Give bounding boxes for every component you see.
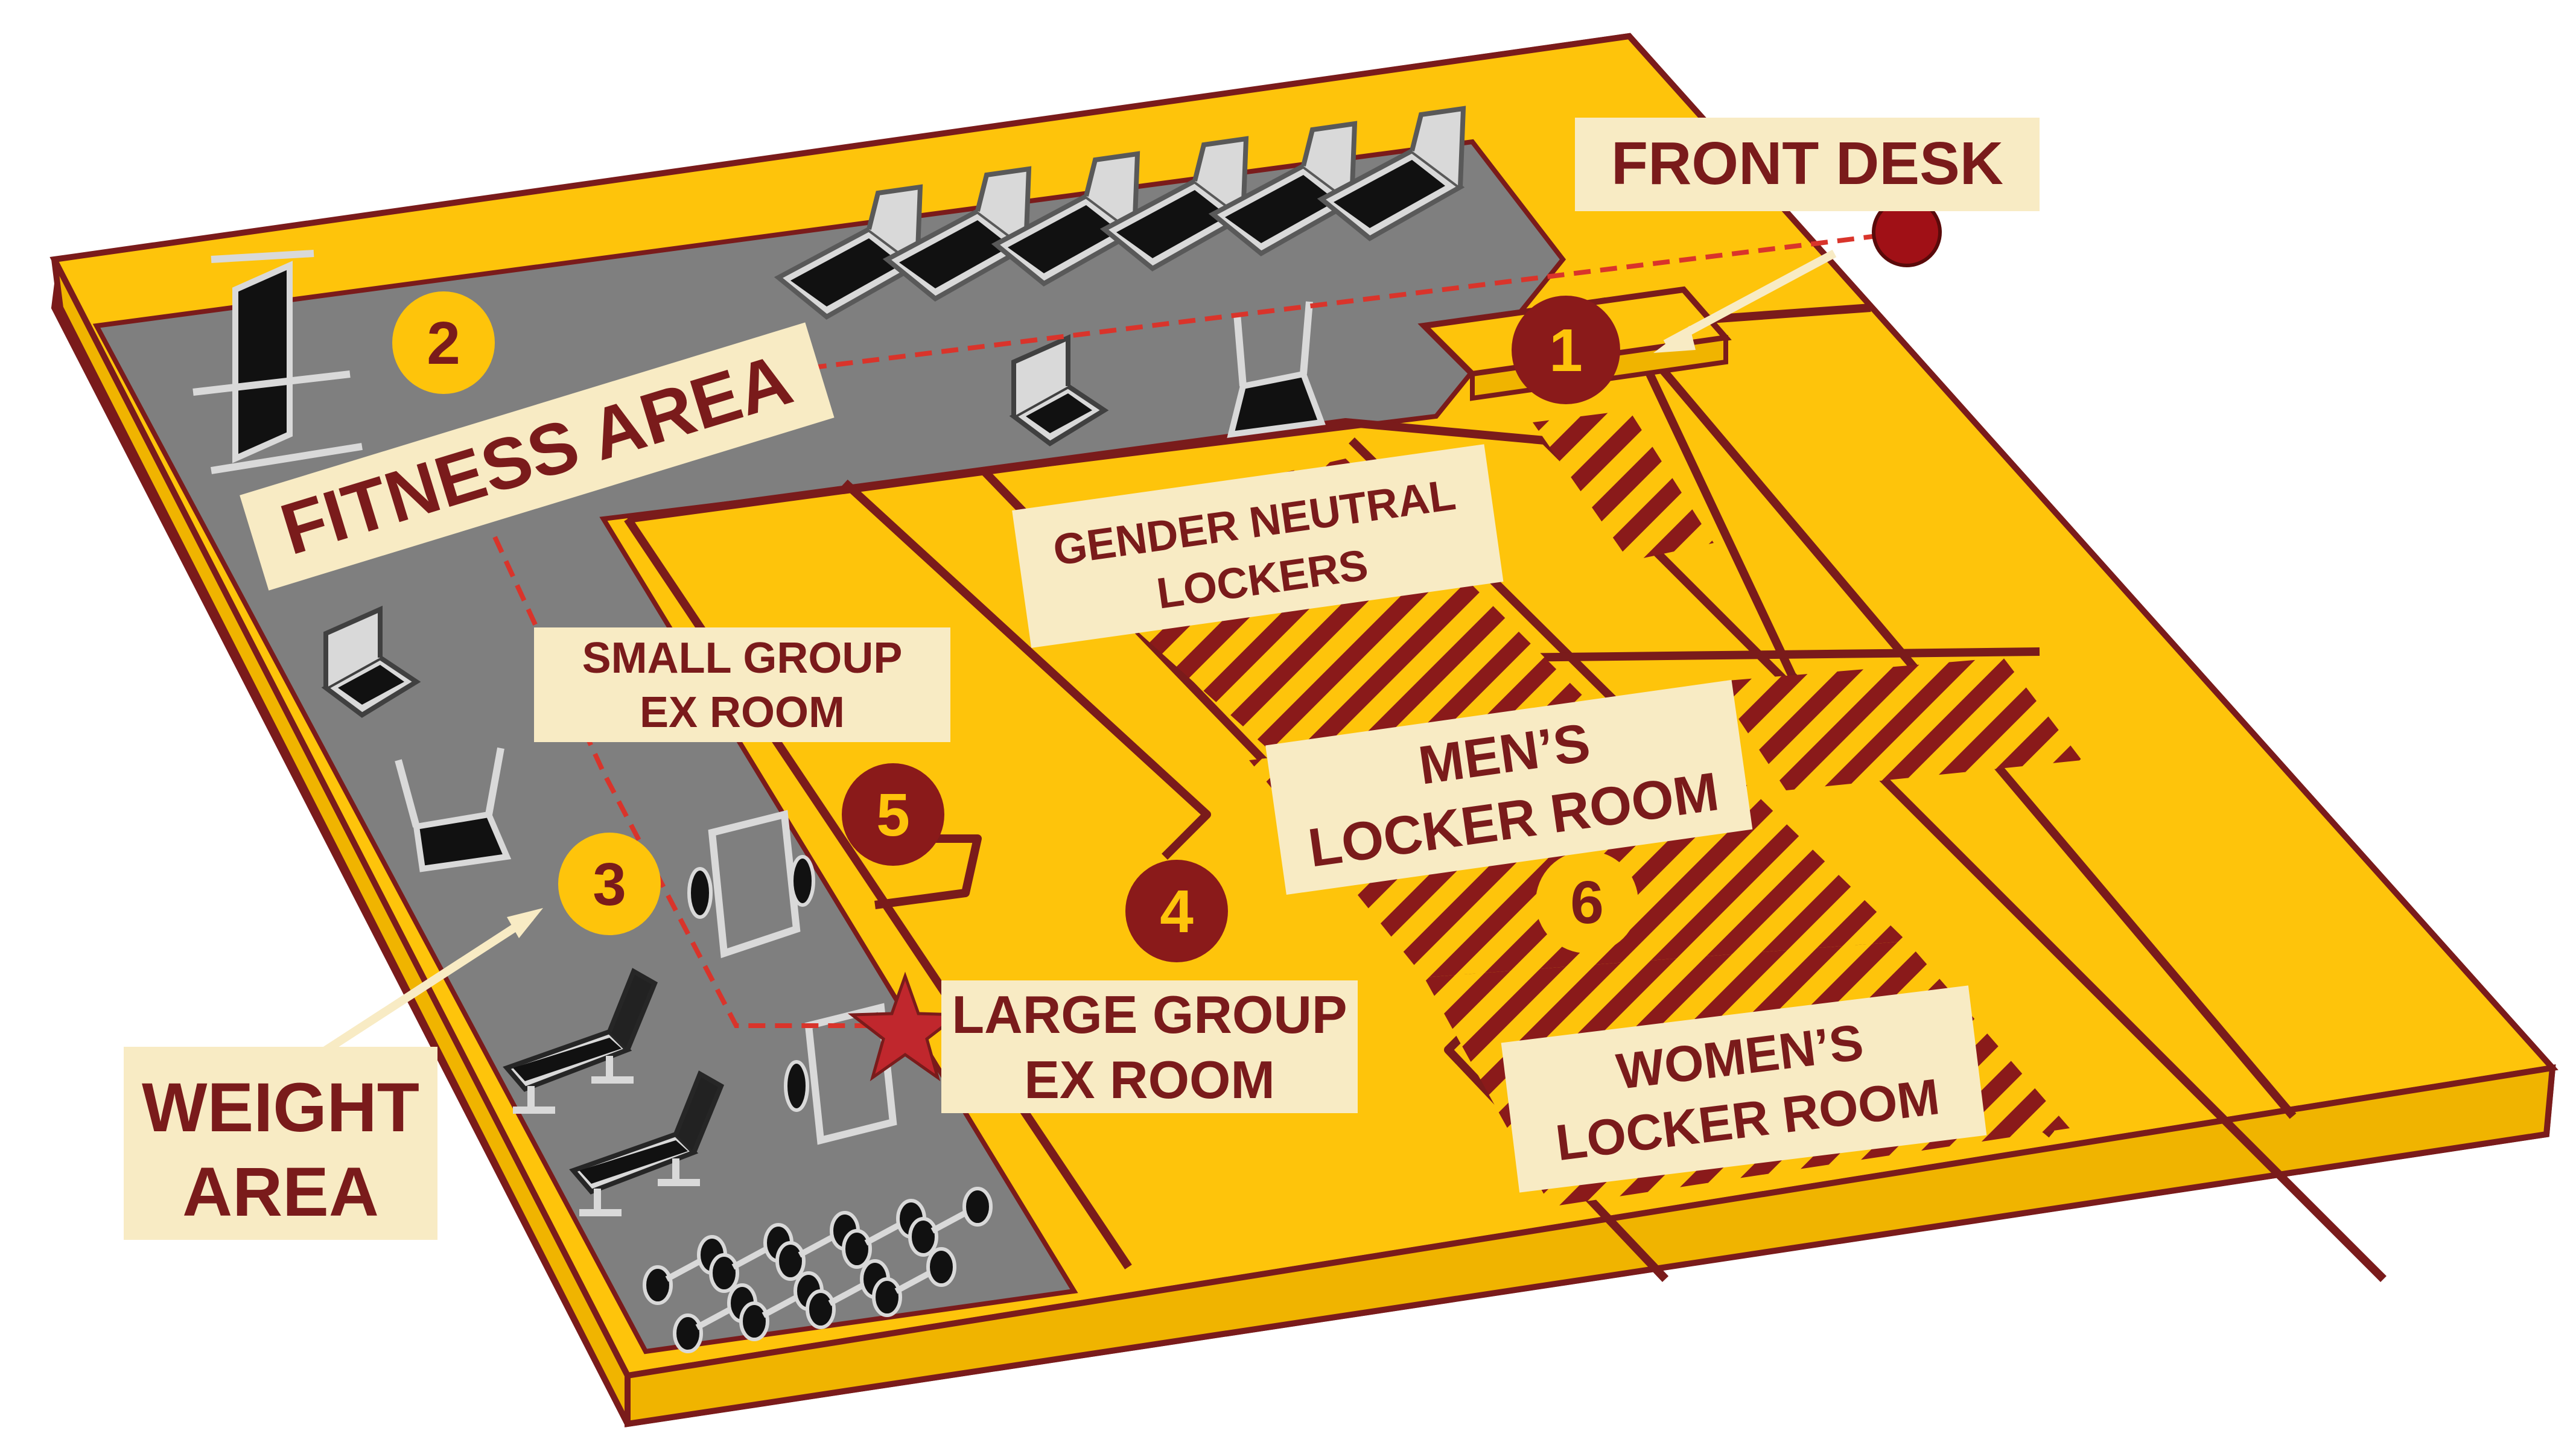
svg-text:1: 1 <box>1549 317 1583 384</box>
marker-2[interactable]: 2 <box>392 291 495 394</box>
marker-5[interactable]: 5 <box>842 763 944 866</box>
svg-text:2: 2 <box>427 310 460 377</box>
right-room-hatch <box>1714 658 2082 790</box>
route-dashed-line <box>492 230 1907 1028</box>
weight-area-label: WEIGHT AREA <box>124 1047 437 1240</box>
svg-text:EX ROOM: EX ROOM <box>1024 1050 1275 1110</box>
svg-text:WEIGHT: WEIGHT <box>142 1069 419 1146</box>
marker-3[interactable]: 3 <box>558 833 661 935</box>
svg-text:3: 3 <box>593 851 626 918</box>
gender-neutral-lockers-label: GENDER NEUTRAL LOCKERS <box>1012 444 1504 648</box>
elliptical-icon <box>1227 301 1326 438</box>
front-desk-arrow <box>1653 249 1837 353</box>
marker-1[interactable]: 1 <box>1512 296 1620 404</box>
svg-text:5: 5 <box>876 781 910 849</box>
squat-rack-icon <box>687 810 815 959</box>
womens-locker-room-label: WOMEN’S LOCKER ROOM <box>1501 985 1987 1193</box>
svg-text:EX ROOM: EX ROOM <box>640 688 845 737</box>
front-desk-label: FRONT DESK <box>1575 118 2040 211</box>
svg-text:6: 6 <box>1570 869 1604 936</box>
svg-text:4: 4 <box>1160 878 1194 945</box>
weight-area-arrow <box>305 908 543 1065</box>
cable-rack-icon <box>192 250 363 474</box>
svg-text:AREA: AREA <box>182 1154 379 1231</box>
front-desk-corridor-hatch <box>1533 410 1714 561</box>
svg-text:SMALL GROUP: SMALL GROUP <box>582 634 903 682</box>
svg-text:FRONT DESK: FRONT DESK <box>1611 130 2003 197</box>
large-group-ex-room-label: LARGE GROUP EX ROOM <box>941 980 1358 1113</box>
marker-6[interactable]: 6 <box>1536 851 1638 953</box>
small-group-ex-room-label: SMALL GROUP EX ROOM <box>534 627 950 742</box>
marker-4[interactable]: 4 <box>1125 860 1228 962</box>
svg-text:LARGE GROUP: LARGE GROUP <box>952 985 1347 1044</box>
weight-stand-icon <box>395 747 512 872</box>
